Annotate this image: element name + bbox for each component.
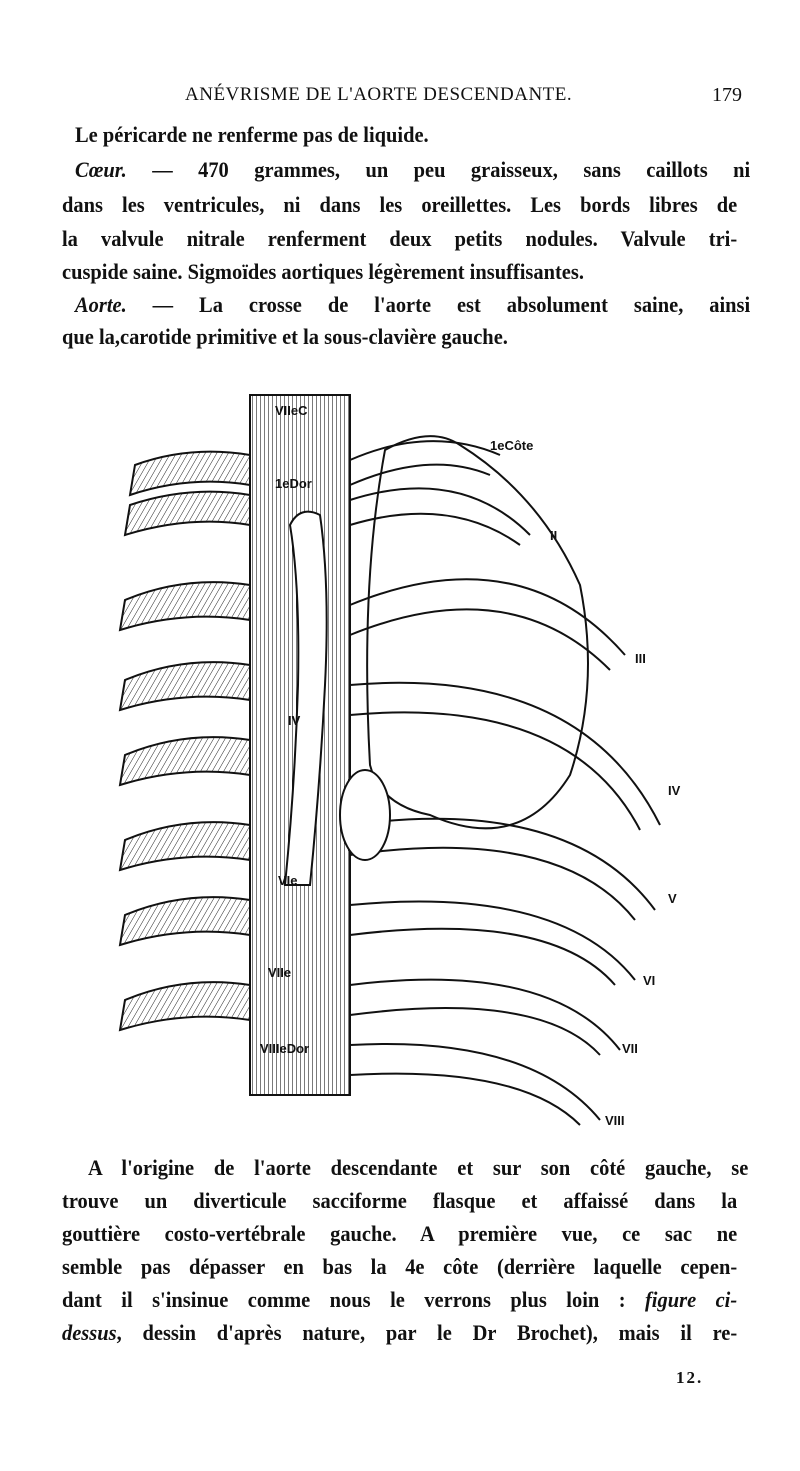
label-vii-c: VIIeC xyxy=(275,403,308,418)
text-line: dant il s'insinue comme nous le verrons … xyxy=(62,1287,738,1312)
text-line: trouve un diverticule sacciforme flasque… xyxy=(62,1188,738,1213)
lung-heart-outline xyxy=(366,435,589,830)
aorta xyxy=(283,510,328,886)
label-vi-e: VIe xyxy=(278,873,298,888)
text-line: cuspide saine. Sigmoïdes aortiques légèr… xyxy=(62,259,584,284)
label-1-dor: 1eDor xyxy=(275,476,312,491)
label-viii-dor: VIIIeDor xyxy=(260,1041,309,1056)
label-iv-aorta: IV xyxy=(288,713,301,728)
aneurysm-sac xyxy=(339,769,391,861)
text-line: que la,carotide primitive et la sous-cla… xyxy=(62,324,508,349)
left-ribs xyxy=(118,450,251,1032)
label-iii: III xyxy=(635,651,646,666)
signature-mark: 12. xyxy=(676,1368,704,1387)
running-title: ANÉVRISME DE L'AORTE DESCENDANTE. xyxy=(185,84,573,105)
label-vii: VII xyxy=(622,1041,638,1056)
text-line: dans les ventricules, ni dans les oreill… xyxy=(62,192,738,217)
text-line: gouttière costo-vertébrale gauche. A pre… xyxy=(62,1221,738,1246)
label-vii-e: VIIe xyxy=(268,965,291,980)
label-viii: VIII xyxy=(605,1113,625,1128)
label-vi: VI xyxy=(643,973,655,988)
label-ii: II xyxy=(550,528,557,543)
label-1-cote: 1eCôte xyxy=(490,438,533,453)
text-line: Le péricarde ne renferme pas de liquide. xyxy=(75,122,429,147)
text-line: Cœur. — 470 grammes, un peu graisseux, s… xyxy=(75,157,751,182)
text-line: semble pas dépasser en bas la 4e côte (d… xyxy=(62,1254,738,1279)
text-line: A l'origine de l'aorte descendante et su… xyxy=(88,1155,749,1180)
anatomical-figure-spine-aneurysm: VIIeC 1eCôte 1eDor II III IV IV V VIe VI… xyxy=(118,394,681,1128)
text-line: dessus, dessin d'après nature, par le Dr… xyxy=(62,1320,738,1345)
text-line: la valvule nitrale renferment deux petit… xyxy=(62,226,738,251)
label-iv: IV xyxy=(668,783,681,798)
page-number: 179 xyxy=(712,84,742,106)
text-line: Aorte. — La crosse de l'aorte est absolu… xyxy=(75,292,751,317)
right-ribs xyxy=(349,440,661,1126)
label-v: V xyxy=(668,891,677,906)
